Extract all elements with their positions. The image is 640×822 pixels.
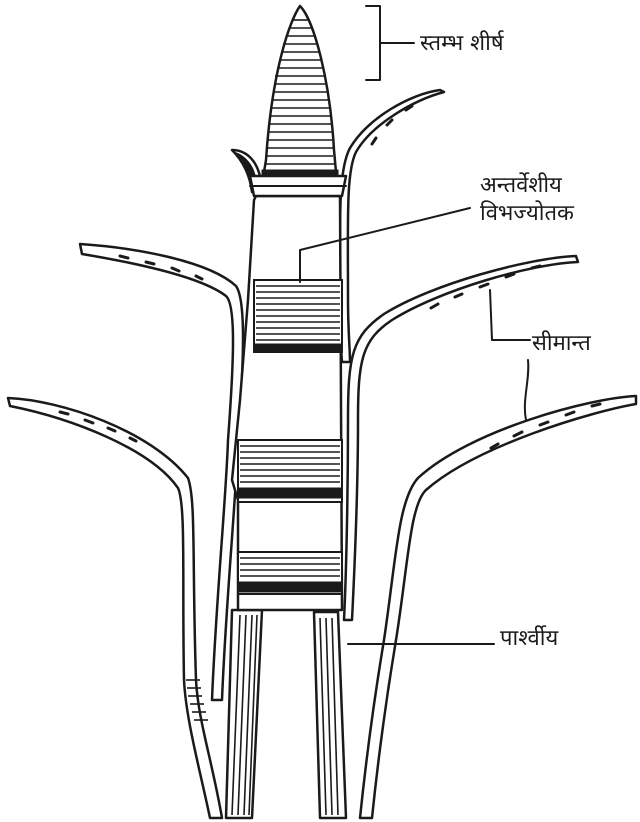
leaf-middle-left: [80, 244, 243, 700]
label-margin: सीमान्त: [532, 330, 591, 358]
label-intercalary-meristem: अन्तर्वेशीय विभज्योतक: [480, 172, 574, 227]
central-stem: [232, 196, 342, 610]
leaf-lower-right: [360, 396, 636, 818]
apex-bracket: [366, 6, 414, 80]
leaf-middle-right: [344, 256, 578, 620]
shoot-apex-cone: [262, 6, 338, 176]
intercalary-meristem-band-2: [238, 440, 342, 502]
intercalary-meristem-band-3: [238, 552, 342, 594]
lower-stalk-left: [226, 610, 262, 818]
label-intercalary-meristem-line2: विभज्योतक: [480, 200, 574, 228]
label-shoot-apex: स्तम्भ शीर्ष: [420, 30, 504, 58]
label-lateral: पार्श्वीय: [500, 625, 558, 653]
label-intercalary-meristem-line1: अन्तर्वेशीय: [480, 172, 574, 200]
apex-node-collar: [250, 176, 346, 196]
leader-margin: [490, 290, 530, 420]
leaf-lower-left: [8, 398, 222, 818]
lower-stalk-right: [314, 612, 346, 818]
intercalary-meristem-band-1: [254, 280, 342, 352]
